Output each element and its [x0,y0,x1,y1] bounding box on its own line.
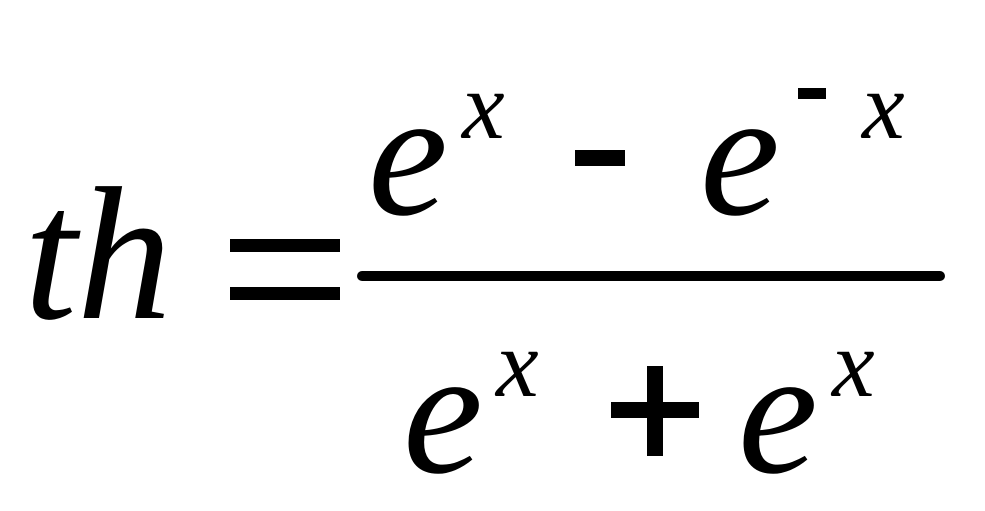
formula-lhs: th [24,150,172,360]
numerator-exponent-minus-sign [798,88,826,99]
denominator-term2-exponent: x [832,310,875,417]
fraction-bar [357,271,945,281]
numerator-term2-base: e [700,54,780,253]
denominator-term1-base: e [403,312,483,511]
equals-bar-top [230,239,340,252]
numerator-term1-exponent: x [462,52,505,159]
numerator-minus-sign [575,150,625,166]
denominator-term1-exponent: x [496,310,539,417]
numerator-term2-exponent: x [862,52,905,159]
denominator-term2-base: e [738,312,818,511]
plus-vertical-bar [647,366,663,456]
equals-bar-bottom [230,287,340,300]
numerator-term1-base: e [368,54,448,253]
